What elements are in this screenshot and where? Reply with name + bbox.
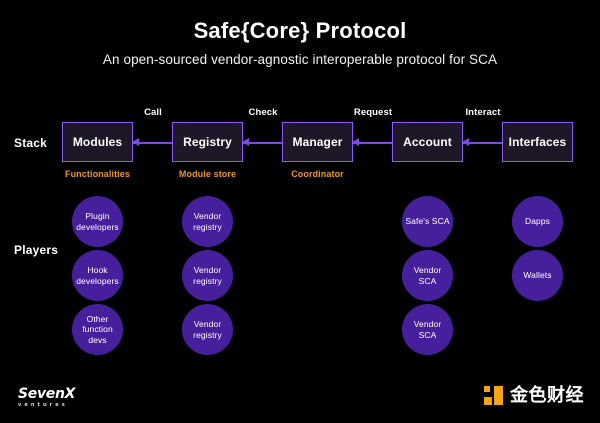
arrow-manager-to-registry (242, 138, 282, 146)
sublabel-coordinator: Coordinator (291, 169, 344, 179)
player-circle-vendor-registry-1[interactable]: Vendor registry (182, 196, 233, 247)
sublabel-module-store: Module store (178, 169, 237, 179)
sevenx-wordmark: SevenX (18, 386, 76, 402)
player-circle-vendor-registry-2[interactable]: Vendor registry (182, 250, 233, 301)
player-circle-vendor-sca-1[interactable]: Vendor SCA (402, 250, 453, 301)
stack-box-registry[interactable]: Registry (172, 122, 243, 162)
jinse-finance-logo: 金色财经 (484, 386, 584, 405)
sevenx-ventures-logo: SevenX ventures (18, 387, 75, 409)
player-circle-wallets[interactable]: Wallets (512, 250, 563, 301)
stack-box-account[interactable]: Account (392, 122, 463, 162)
jinse-logo-mark-icon (484, 386, 503, 405)
player-circle-other-function-devs[interactable]: Other function devs (72, 304, 123, 355)
sevenx-ventures-text: ventures (18, 402, 68, 408)
player-circle-plugin-developers[interactable]: Plugin developers (72, 196, 123, 247)
arrow-label-check: Check (248, 107, 278, 118)
player-circle-dapps[interactable]: Dapps (512, 196, 563, 247)
row-label-players: Players (14, 243, 59, 257)
arrow-interfaces-to-account (462, 138, 502, 146)
arrow-account-to-manager (352, 138, 392, 146)
arrow-registry-to-modules (132, 138, 172, 146)
player-circle-hook-developers[interactable]: Hook developers (72, 250, 123, 301)
row-label-stack: Stack (14, 136, 48, 150)
stack-box-modules[interactable]: Modules (62, 122, 133, 162)
player-circle-vendor-sca-2[interactable]: Vendor SCA (402, 304, 453, 355)
stack-box-interfaces[interactable]: Interfaces (502, 122, 573, 162)
arrow-label-interact: Interact (465, 107, 501, 118)
page-subtitle: An open-sourced vendor-agnostic interope… (102, 52, 498, 67)
jinse-finance-wordmark: 金色财经 (510, 385, 584, 406)
page-title: Safe{Core} Protocol (193, 18, 407, 43)
arrow-label-call: Call (144, 107, 162, 118)
arrow-label-request: Request (353, 107, 393, 118)
sublabel-functionalities: Functionalities (64, 169, 130, 179)
player-circle-safes-sca[interactable]: Safe's SCA (402, 196, 453, 247)
player-circle-vendor-registry-3[interactable]: Vendor registry (182, 304, 233, 355)
stack-box-manager[interactable]: Manager (282, 122, 353, 162)
